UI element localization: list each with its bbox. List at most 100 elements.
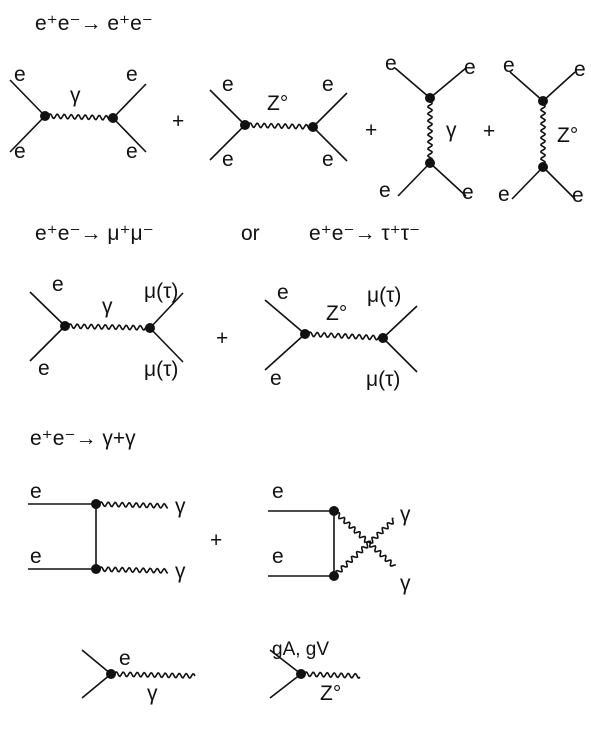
electron-label: e xyxy=(52,273,64,296)
electron-label: e xyxy=(30,545,42,568)
photon-label: γ xyxy=(147,682,158,705)
fermion-line xyxy=(29,291,66,327)
fermion-line xyxy=(209,89,246,126)
muon-tau-label: μ(τ) xyxy=(366,368,400,391)
vertex xyxy=(329,506,339,516)
fermion-line xyxy=(542,166,576,200)
electron-label: e xyxy=(385,52,397,75)
electron-label: e xyxy=(322,73,334,96)
vertex xyxy=(91,499,101,509)
gamma-gamma-reaction-label: e⁺e⁻→ γ+γ xyxy=(30,427,136,450)
photon-line xyxy=(95,566,169,574)
z-boson-label: Z° xyxy=(320,682,341,705)
bhabha-z-t-diagram: e e Z° e e xyxy=(498,54,586,207)
photon-vertex-diagram: e γ xyxy=(81,647,196,705)
mu-reaction-label: e⁺e⁻→ μ⁺μ⁻ xyxy=(35,222,154,245)
fermion-line xyxy=(9,115,46,153)
bhabha-photon-s-diagram: e e γ e e xyxy=(9,63,147,163)
fermion-line xyxy=(269,673,302,699)
plus-sign: + xyxy=(216,327,228,350)
vertex xyxy=(308,122,318,132)
photon-label: γ xyxy=(102,295,113,318)
fermion-line xyxy=(312,92,348,128)
vertex xyxy=(296,669,306,679)
photon-line xyxy=(333,517,395,578)
vertex xyxy=(60,321,70,331)
bhabha-reaction-label: e⁺e⁻→ e⁺e⁻ xyxy=(35,12,153,35)
electron-label: e xyxy=(272,545,284,568)
photon-line xyxy=(110,670,196,679)
photon-label: γ xyxy=(175,495,186,518)
fermion-line xyxy=(29,325,66,362)
z-boson-label: Z° xyxy=(326,302,347,325)
photon-line xyxy=(332,510,396,567)
fermion-line xyxy=(264,333,306,371)
vertex xyxy=(91,564,101,574)
fermion-line xyxy=(112,117,147,153)
fermion-line xyxy=(269,649,302,675)
bhabha-photon-t-diagram: e e γ e e xyxy=(379,52,476,204)
photon-label: γ xyxy=(175,560,186,583)
fermion-line xyxy=(312,126,348,162)
fermion-line xyxy=(542,71,576,102)
or-label: or xyxy=(241,222,260,245)
vertex xyxy=(378,333,388,343)
photon-label: γ xyxy=(70,84,81,107)
electron-label: e xyxy=(126,140,138,163)
photon-propagator xyxy=(426,97,434,164)
photon-label: γ xyxy=(400,503,411,526)
z-boson-label: Z° xyxy=(557,124,578,147)
vertex xyxy=(240,120,250,130)
z-boson-label: Z° xyxy=(267,92,288,115)
mutau-z-diagram: e e Z° μ(τ) μ(τ) xyxy=(264,281,418,391)
electron-label: e xyxy=(119,647,131,670)
fermion-line xyxy=(209,124,246,161)
vertex xyxy=(40,111,50,121)
coupling-label: gA, gV xyxy=(272,639,329,660)
plus-sign: + xyxy=(172,110,184,133)
mutau-photon-diagram: e e γ μ(τ) μ(τ) xyxy=(29,273,184,381)
photon-propagator xyxy=(44,113,114,122)
electron-label: e xyxy=(503,54,515,77)
fermion-line xyxy=(382,337,418,373)
electron-label: e xyxy=(270,367,282,390)
vertex xyxy=(329,571,339,581)
fermion-line xyxy=(397,162,431,197)
fermion-line xyxy=(509,71,544,102)
gamma-gamma-u-diagram: e e γ γ xyxy=(268,480,411,595)
electron-label: e xyxy=(277,281,289,304)
plus-sign: + xyxy=(365,119,377,142)
vertex xyxy=(538,96,548,106)
electron-label: e xyxy=(379,179,391,202)
fermion-line xyxy=(149,292,184,329)
muon-tau-label: μ(τ) xyxy=(144,280,178,303)
fermion-line xyxy=(429,67,467,99)
electron-label: e xyxy=(572,184,584,207)
tau-reaction-label: e⁺e⁻→ τ⁺τ⁻ xyxy=(309,222,420,245)
plus-sign: + xyxy=(483,120,495,143)
bhabha-z-s-diagram: e e Z° e e xyxy=(209,73,348,171)
gamma-gamma-t-diagram: e e γ γ xyxy=(28,480,186,583)
electron-label: e xyxy=(222,148,234,171)
electron-label: e xyxy=(222,73,234,96)
vertex xyxy=(538,162,548,172)
plus-sign: + xyxy=(210,529,222,552)
z-line xyxy=(300,671,361,680)
electron-label: e xyxy=(272,480,284,503)
fermion-line xyxy=(81,673,112,699)
fermion-line xyxy=(81,649,112,675)
fermion-line xyxy=(429,162,467,197)
photon-label: γ xyxy=(446,119,457,142)
electron-label: e xyxy=(14,140,26,163)
photon-propagator xyxy=(64,322,151,331)
z-propagator xyxy=(539,100,547,168)
electron-label: e xyxy=(38,357,50,380)
electron-label: e xyxy=(30,480,42,503)
vertex xyxy=(106,669,116,679)
vertex xyxy=(425,158,435,168)
fermion-line xyxy=(264,299,306,335)
electron-label: e xyxy=(462,181,474,204)
fermion-line xyxy=(112,83,147,119)
fermion-line xyxy=(394,67,431,99)
